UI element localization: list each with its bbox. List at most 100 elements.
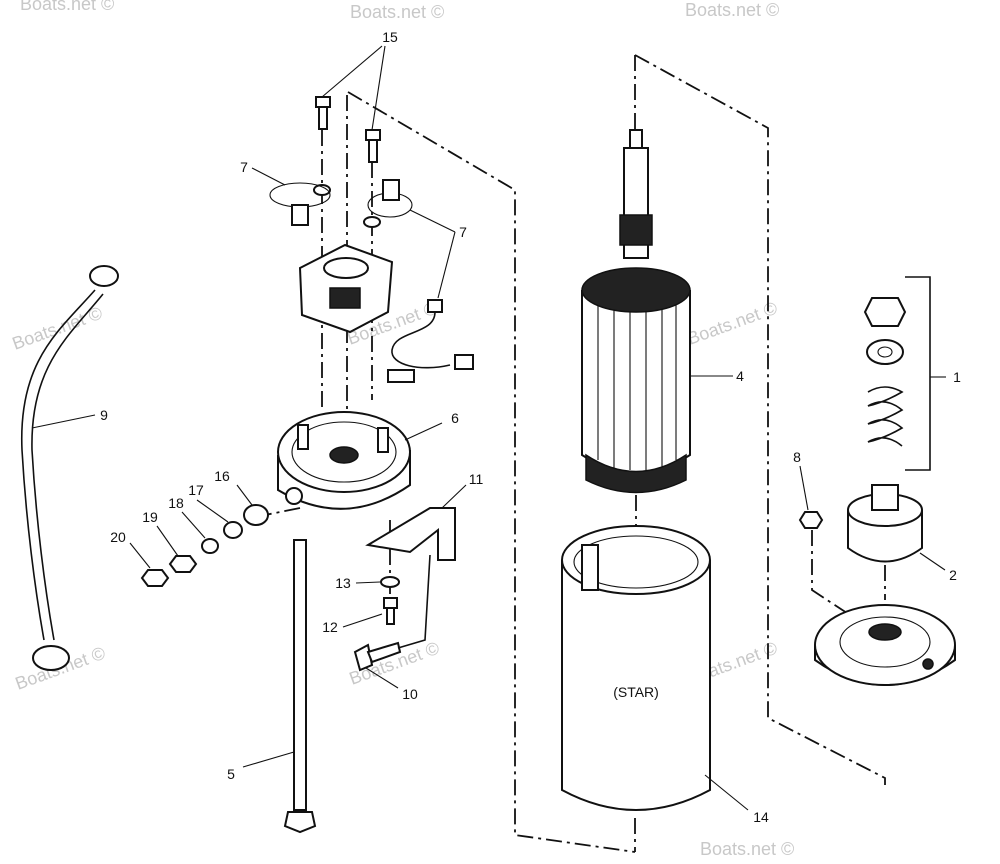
- watermark: Boats.net ©: [700, 839, 794, 859]
- brush-set-part-7: [269, 179, 413, 226]
- bolt-shank-part-12: [386, 607, 395, 625]
- through-bolt-head: [283, 811, 317, 834]
- brush-lead-connector: [454, 354, 474, 370]
- armature-part-4: [581, 129, 691, 494]
- end-cap-part-6: [277, 411, 411, 510]
- guide-line-left: [347, 91, 636, 853]
- screw-shank: [318, 106, 328, 130]
- callout-20: 20: [110, 529, 126, 545]
- bolt-head-part-12: [383, 597, 398, 609]
- leader-6: [404, 422, 443, 441]
- callout-16: 16: [214, 468, 230, 484]
- brush-holder: [298, 243, 474, 383]
- bracket-part-11: [353, 507, 456, 672]
- callout-4: 4: [736, 368, 744, 384]
- drive-spring: [867, 386, 904, 447]
- washer-part-16: [243, 504, 269, 526]
- brush-block: [382, 179, 400, 201]
- cable-ring-terminal: [32, 645, 70, 671]
- end-cap-post: [297, 424, 309, 450]
- guide-line-nut: [811, 530, 851, 616]
- end-cap-bearing: [329, 446, 359, 464]
- armature-shaft-splines: [619, 214, 653, 246]
- leader-lines: [31, 45, 946, 811]
- watermark: Boats.net ©: [350, 2, 444, 22]
- housing-inner: [573, 535, 699, 589]
- watermark: Boats.net ©: [685, 0, 779, 20]
- leader-2: [919, 552, 946, 571]
- callout-13: 13: [335, 575, 351, 591]
- leader-18: [181, 511, 206, 539]
- brush-block: [291, 204, 309, 226]
- drive-end-cap-screw: [922, 658, 934, 670]
- callout-15: 15: [382, 29, 398, 45]
- leader-7: [251, 167, 286, 186]
- drive-end-cap-bearing: [868, 623, 902, 641]
- through-bolt-shaft: [293, 539, 307, 811]
- screw-shank: [368, 139, 378, 163]
- terminal-stud: [387, 369, 415, 383]
- drive-end-cap-rim: [814, 604, 956, 686]
- leader-8: [799, 465, 809, 511]
- callout-17: 17: [188, 482, 204, 498]
- leader-17: [196, 499, 229, 523]
- leader-11: [441, 484, 467, 509]
- washer-part-18: [201, 538, 219, 554]
- housing-body: [561, 560, 711, 811]
- watermark: Boats.net ©: [685, 298, 780, 349]
- cable-outline: [31, 293, 104, 641]
- leader-13: [355, 581, 381, 584]
- armature-shaft-tip: [629, 129, 643, 149]
- brush-holder-center: [323, 257, 369, 279]
- bolt-shank-part-10: [366, 641, 402, 664]
- armature-commutator: [585, 453, 687, 494]
- brush-lead-wire: [391, 311, 451, 369]
- leader-9: [31, 414, 96, 429]
- drive-kit-bracket: [905, 276, 931, 471]
- leader-5: [242, 751, 295, 768]
- nut-part-8: [798, 511, 824, 529]
- pinion-gear: [871, 484, 899, 511]
- callout-11: 11: [469, 471, 484, 487]
- mounting-bracket: [365, 507, 456, 561]
- armature-core-top: [581, 267, 691, 313]
- callout-5: 5: [227, 766, 235, 782]
- through-bolt-part-5: [283, 539, 317, 834]
- leader-12: [342, 613, 383, 628]
- housing-label: (STAR): [613, 684, 659, 700]
- screw-head: [315, 96, 331, 108]
- callout-7: 7: [459, 224, 467, 240]
- lock-washer: [313, 184, 331, 196]
- housing-magnet: [581, 544, 599, 591]
- callout-labels: 15 7 7 4 1 6 9 16 17 18 19 20 11 8 2 13 …: [100, 29, 961, 825]
- bolt-guide-line: [397, 554, 431, 649]
- drive-nut: [863, 297, 907, 327]
- leader-15: [321, 45, 383, 98]
- callout-19: 19: [142, 509, 158, 525]
- drive-kit-part-1: [863, 276, 931, 471]
- cable-ring-terminal: [89, 265, 119, 287]
- callout-9: 9: [100, 407, 108, 423]
- leader-7: [409, 209, 456, 233]
- callout-2: 2: [949, 567, 957, 583]
- nut-part-19: [168, 555, 198, 573]
- leader-14: [704, 774, 749, 811]
- leader-16: [236, 484, 253, 506]
- callout-6: 6: [451, 410, 459, 426]
- callout-14: 14: [753, 809, 769, 825]
- end-cap-inner: [291, 421, 397, 483]
- drive-end-cap-inner: [839, 616, 931, 668]
- housing-part-14: (STAR): [561, 525, 711, 811]
- drive-end-cap: [814, 604, 956, 686]
- washer-part-17: [223, 521, 243, 539]
- end-cap-post: [377, 427, 389, 453]
- terminal-hardware: [140, 504, 269, 587]
- leader-15: [371, 45, 386, 131]
- end-cap-terminal: [285, 487, 303, 505]
- leader-20: [129, 542, 151, 569]
- leader-10: [365, 667, 399, 689]
- drive-washer: [866, 339, 904, 365]
- callout-7: 7: [240, 159, 248, 175]
